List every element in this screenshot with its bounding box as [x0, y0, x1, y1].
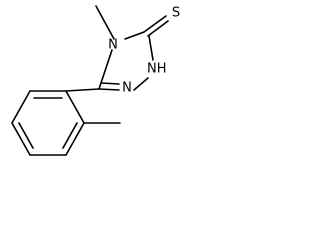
cs-double-bond-a	[143, 15, 167, 33]
aryl-bond	[65, 88, 100, 92]
benzene-bond-2	[11, 90, 31, 124]
ring-bond-c3-n2	[148, 35, 154, 61]
atom-nh: NH	[147, 62, 167, 77]
benzene-bond-3	[11, 122, 31, 156]
benzene-bond-5	[65, 122, 85, 156]
atom-n-methyl: N	[108, 38, 118, 53]
ring-bond-c5-n4	[98, 49, 113, 90]
cs-double-bond-b	[147, 20, 169, 37]
n-methyl-bond	[95, 5, 115, 40]
ring-bond-c5-n1-double	[100, 82, 120, 85]
benzene-bond-6	[65, 90, 85, 124]
ring-bond-n4-c3	[124, 31, 145, 40]
benzene-inner-2	[18, 122, 34, 149]
ring-bond-n1-n2	[133, 77, 149, 91]
molecule-structure: N NH N S	[11, 5, 180, 156]
atom-n-lower: N	[122, 81, 132, 96]
atom-sulfur: S	[172, 6, 180, 21]
benzene-inner-3	[62, 122, 78, 149]
ring-bond-c5-n1	[98, 88, 120, 91]
